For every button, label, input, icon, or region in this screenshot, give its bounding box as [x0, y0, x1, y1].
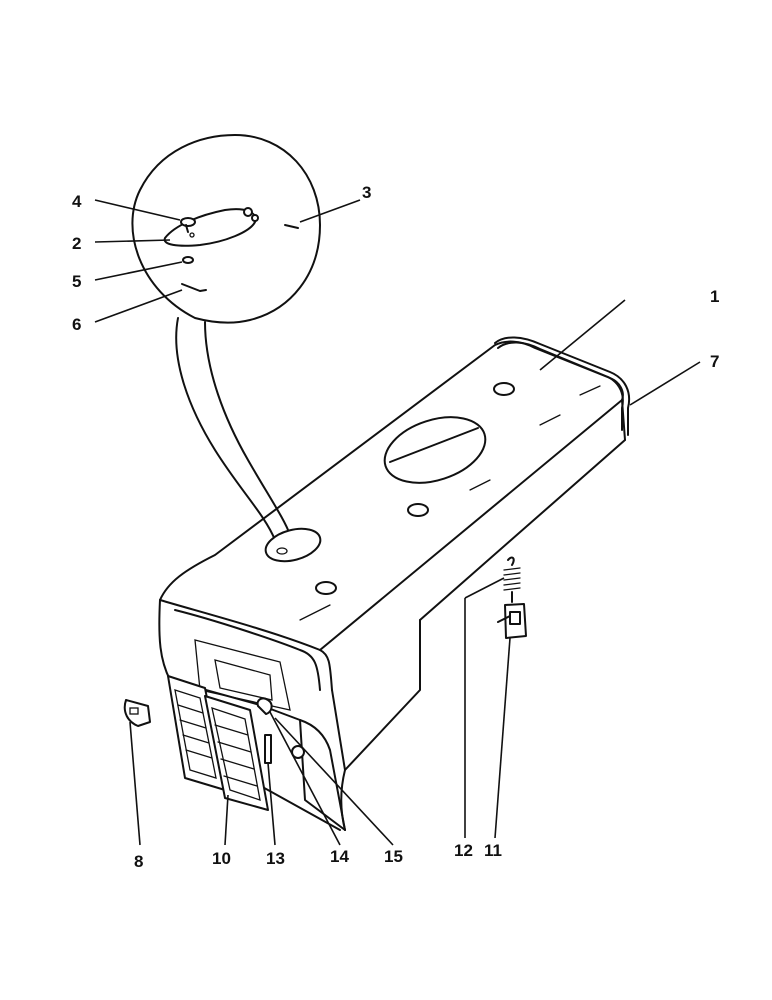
bolt	[264, 734, 272, 764]
callout-15: 15	[384, 847, 403, 866]
access-hole	[264, 527, 322, 563]
callout-5: 5	[72, 272, 81, 291]
callout-4: 4	[72, 192, 82, 211]
knob	[180, 217, 196, 233]
wing-nut	[256, 697, 273, 715]
callout-12: 12	[454, 841, 473, 860]
hole-top	[493, 382, 515, 396]
grille	[167, 675, 269, 811]
callout-11: 11	[484, 841, 502, 860]
callout-labels: 1 2 3 4 5 6 7 8 10 11 12 13 14 15	[72, 183, 719, 871]
washer-lower	[291, 745, 305, 759]
callout-1: 1	[710, 287, 719, 306]
clip	[181, 283, 207, 292]
callout-2: 2	[72, 234, 81, 253]
hole-middle	[407, 503, 429, 517]
callout-6: 6	[72, 315, 81, 334]
cover-plate	[163, 207, 259, 247]
catch	[123, 699, 151, 727]
latch	[497, 603, 527, 639]
hole-front	[315, 581, 337, 595]
callout-10: 10	[212, 849, 231, 868]
callout-14: 14	[330, 847, 349, 866]
callout-8: 8	[134, 852, 143, 871]
top-opening	[383, 416, 487, 484]
pin	[284, 224, 299, 229]
leaders	[94, 199, 701, 846]
detail-inset	[131, 134, 321, 541]
washer	[182, 256, 194, 264]
rear-trim	[494, 336, 630, 436]
callout-7: 7	[710, 352, 719, 371]
callout-3: 3	[362, 183, 371, 202]
callout-13: 13	[266, 849, 285, 868]
spring	[503, 556, 521, 603]
